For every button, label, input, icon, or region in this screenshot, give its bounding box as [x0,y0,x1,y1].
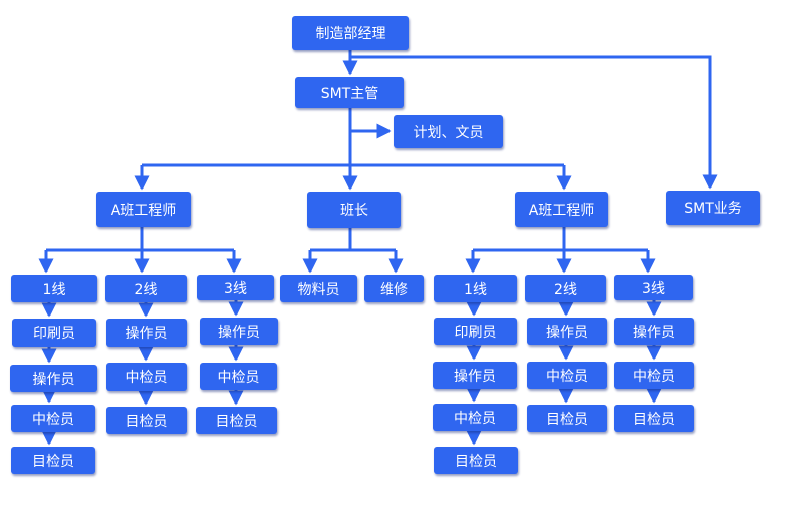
node-l1-mid-inspector: 中检员 [11,405,95,432]
node-maintenance: 维修 [364,275,424,302]
node-l3-visual-inspector: 目检员 [196,407,277,434]
node-l2-visual-inspector: 目检员 [106,407,187,434]
node-r1-mid-inspector: 中检员 [433,404,517,431]
node-right-engineer: A班工程师 [515,192,608,227]
node-r3-visual-inspector: 目检员 [614,405,694,432]
node-smt-sales: SMT业务 [666,191,760,225]
node-r2-operator: 操作员 [527,318,607,345]
node-l2-operator: 操作员 [106,319,187,347]
node-planning-clerk: 计划、文员 [394,115,503,148]
node-team-leader: 班长 [307,192,401,228]
node-r-line1: 1线 [434,275,517,302]
node-r1-visual-inspector: 目检员 [434,447,518,474]
node-l-line2: 2线 [105,275,187,302]
node-material-clerk: 物料员 [280,275,357,302]
node-r1-printer: 印刷员 [434,318,517,345]
node-l1-operator: 操作员 [10,365,97,392]
node-smt-supervisor: SMT主管 [295,77,404,108]
node-l3-operator: 操作员 [200,318,278,345]
node-l-line1: 1线 [11,275,97,302]
node-r-line2: 2线 [525,275,606,302]
node-l3-mid-inspector: 中检员 [200,363,277,390]
node-l1-visual-inspector: 目检员 [11,447,95,474]
node-r3-mid-inspector: 中检员 [614,362,694,389]
node-l2-mid-inspector: 中检员 [106,363,187,391]
node-r2-mid-inspector: 中检员 [527,362,607,389]
node-r-line3: 3线 [614,275,693,300]
node-r2-visual-inspector: 目检员 [527,405,607,432]
node-l-line3: 3线 [197,275,274,300]
node-mfg-manager: 制造部经理 [292,16,409,50]
node-left-engineer: A班工程师 [96,192,191,227]
node-l1-printer: 印刷员 [12,319,96,347]
node-r3-operator: 操作员 [614,318,694,345]
edge-manager-sales [350,55,718,190]
node-r1-operator: 操作员 [433,362,517,389]
